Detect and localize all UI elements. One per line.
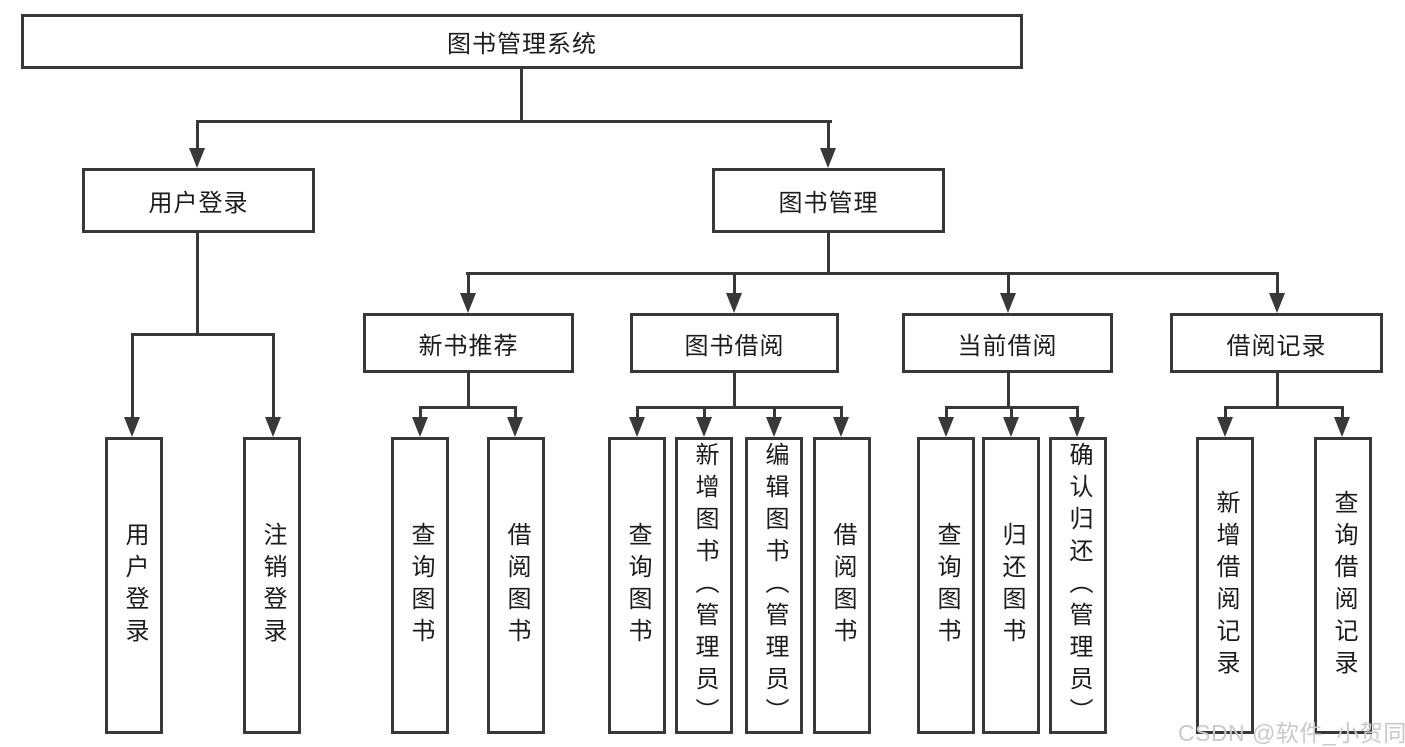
arrow-to-user-login [189,148,205,168]
connector-book-mgmt-stem [827,233,830,272]
leaf-current-return: 归还图书 [982,437,1040,734]
connector-new-books-leaf-1 [419,406,422,419]
leaf-new-books-borrow: 借阅图书 [487,437,545,734]
leaf-borrow-book-label: 借阅图书 [829,521,856,650]
connector-user-login-stem [196,233,199,336]
node-book-mgmt: 图书管理 [712,168,945,233]
connector-to-current [1007,272,1010,295]
connector-current-leaf-1 [945,406,948,419]
node-new-books: 新书推荐 [363,313,574,373]
connector-new-books-rail [419,406,517,409]
connector-new-books-leaf-2 [514,406,517,419]
connector-new-books-stem [467,373,470,406]
connector-records-stem [1276,373,1279,406]
connector-to-borrow [733,272,736,295]
leaf-current-query-label: 查询图书 [933,521,960,650]
arrow-current-leaf-3 [1069,417,1085,437]
arrow-records-leaf-1 [1217,417,1233,437]
connector-user-login-rail [131,333,275,336]
node-current: 当前借阅 [902,313,1113,373]
leaf-current-return-label: 归还图书 [998,521,1025,650]
leaf-records-query: 查询借阅记录 [1314,437,1372,734]
node-records: 借阅记录 [1170,313,1383,373]
arrow-borrow-leaf-4 [833,417,849,437]
connector-to-new-books [467,272,470,295]
leaf-borrow-book: 借阅图书 [813,437,871,734]
arrow-borrow-leaf-2 [696,417,712,437]
connector-current-leaf-3 [1076,406,1079,419]
leaf-current-confirm-admin: 确认归还（管理员） [1049,437,1107,734]
connector-to-leaf-logout [272,333,275,419]
leaf-borrow-add-admin-label: 新增图书（管理员） [691,441,718,730]
arrow-to-current [1000,293,1016,313]
connector-root-stem [520,69,523,120]
arrow-to-new-books [460,293,476,313]
node-user-login-label: 用户登录 [148,190,249,217]
node-new-books-label: 新书推荐 [418,332,519,360]
connector-records-rail [1224,406,1344,409]
arrow-new-books-leaf-2 [507,417,523,437]
connector-records-leaf-1 [1224,406,1227,419]
leaf-user-login: 用户登录 [105,437,163,734]
leaf-borrow-query: 查询图书 [608,437,666,734]
leaf-borrow-add-admin: 新增图书（管理员） [675,437,733,734]
leaf-records-add-label: 新增借阅记录 [1212,489,1239,682]
leaf-borrow-edit-admin-label: 编辑图书（管理员） [761,441,788,730]
node-book-mgmt-label: 图书管理 [778,190,879,217]
leaf-borrow-query-label: 查询图书 [624,521,651,650]
arrow-to-leaf-login [124,417,140,437]
leaf-new-books-query: 查询图书 [391,437,449,734]
connector-to-leaf-login [131,333,134,419]
leaf-current-query: 查询图书 [917,437,975,734]
arrow-borrow-leaf-1 [629,417,645,437]
leaf-logout-label: 注销登录 [259,521,286,650]
arrow-current-leaf-2 [1003,417,1019,437]
leaf-borrow-edit-admin: 编辑图书（管理员） [745,437,803,734]
connector-borrow-rail [636,406,843,409]
node-borrow-label: 图书借阅 [684,332,785,360]
node-root-label: 图书管理系统 [447,31,597,58]
node-root: 图书管理系统 [21,14,1023,69]
arrow-to-records [1269,293,1285,313]
connector-records-leaf-2 [1341,406,1344,419]
leaf-new-books-borrow-label: 借阅图书 [503,521,530,650]
connector-borrow-stem [733,373,736,406]
arrow-new-books-leaf-1 [412,417,428,437]
leaf-current-confirm-admin-label: 确认归还（管理员） [1065,441,1092,730]
arrow-current-leaf-1 [938,417,954,437]
node-user-login: 用户登录 [82,168,315,233]
connector-to-user-login [196,120,199,150]
node-current-label: 当前借阅 [957,332,1058,360]
connector-current-stem [1007,373,1010,406]
connector-current-leaf-2 [1010,406,1013,419]
connector-level2-rail [196,120,832,123]
arrow-to-leaf-logout [265,417,281,437]
leaf-logout: 注销登录 [243,437,301,734]
leaf-records-query-label: 查询借阅记录 [1330,489,1357,682]
arrow-to-borrow [726,293,742,313]
leaf-user-login-label: 用户登录 [121,521,148,650]
leaf-new-books-query-label: 查询图书 [407,521,434,650]
arrow-to-book-mgmt [820,148,836,168]
connector-borrow-leaf-1 [636,406,639,419]
connector-borrow-leaf-4 [840,406,843,419]
arrow-records-leaf-2 [1334,417,1350,437]
connector-to-book-mgmt [827,120,830,150]
arrow-borrow-leaf-3 [766,417,782,437]
connector-level3-rail [466,272,1279,275]
csdn-watermark: CSDN @软件_小贺同学 [1178,720,1405,746]
node-records-label: 借阅记录 [1226,332,1327,360]
connector-to-records [1276,272,1279,295]
node-borrow: 图书借阅 [630,313,839,373]
connector-borrow-leaf-3 [773,406,776,419]
leaf-records-add: 新增借阅记录 [1196,437,1254,734]
connector-borrow-leaf-2 [703,406,706,419]
